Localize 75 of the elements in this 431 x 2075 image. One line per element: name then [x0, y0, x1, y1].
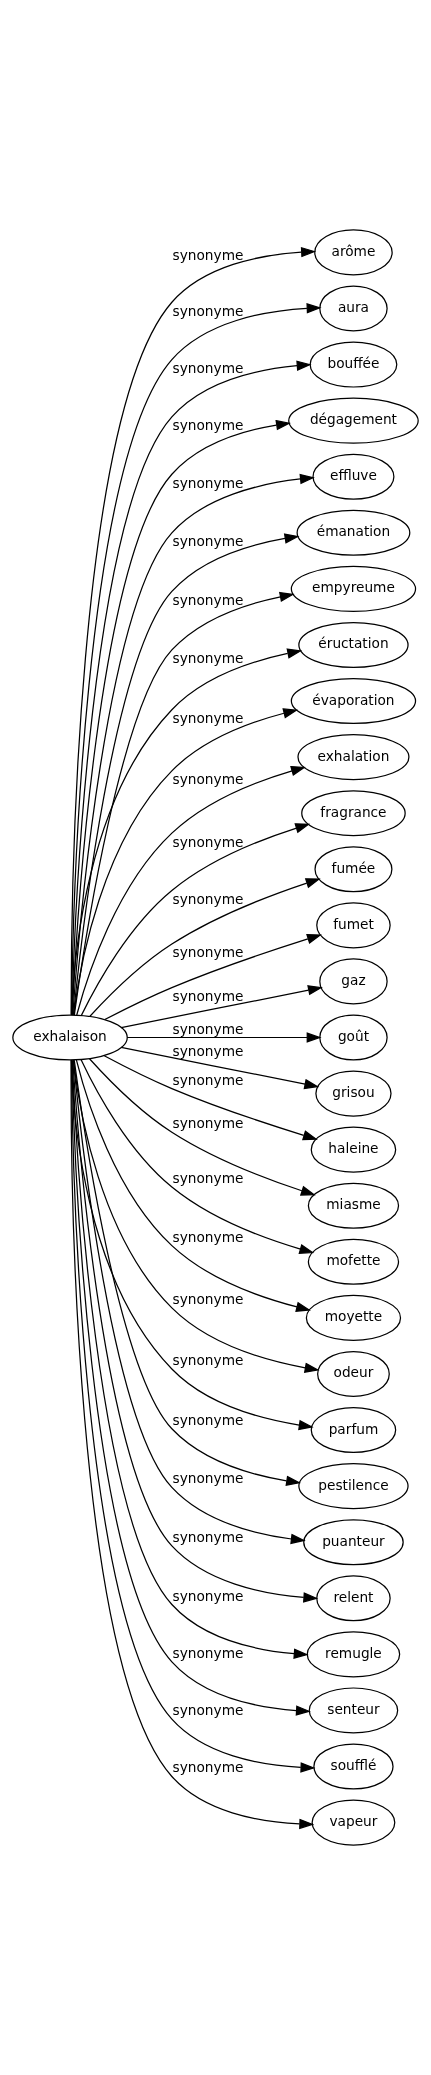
arrow [71, 419, 291, 1016]
node-ellipse: parfum [310, 1407, 397, 1454]
arrow [80, 1059, 315, 1254]
edge-label: synonyme [172, 1759, 244, 1776]
node-ellipse: relent [316, 1575, 391, 1622]
arrow [104, 934, 322, 1021]
edge-label: synonyme [172, 1170, 244, 1187]
arrow [76, 765, 306, 1016]
arrow [120, 1046, 320, 1090]
arrow [126, 1032, 322, 1043]
edge-label: synonyme [172, 1587, 244, 1604]
node-ellipse: bouffée [309, 341, 398, 388]
edge-label: synonyme [172, 1042, 244, 1059]
arrow [120, 985, 323, 1029]
edge-label: synonyme [172, 1528, 244, 1545]
node-ellipse: empyreume [290, 565, 417, 612]
edge-label: synonyme [172, 833, 244, 850]
node-ellipse: éructation [298, 621, 409, 668]
edge-label: synonyme [172, 474, 244, 491]
node-ellipse: moyette [305, 1294, 402, 1341]
node-ellipse: fumet [316, 902, 391, 949]
node-ellipse: pestilence [298, 1463, 409, 1510]
node-ellipse: fragrance [301, 790, 406, 837]
edge-label: synonyme [172, 1644, 244, 1661]
node-ellipse: effluve [312, 453, 395, 500]
arrow [103, 1055, 318, 1141]
node-ellipse: haleine [310, 1126, 397, 1173]
arrow [72, 473, 315, 1016]
node-ellipse: aura [319, 285, 388, 332]
edge-label: synonyme [172, 1351, 244, 1368]
node-ellipse: odeur [317, 1350, 390, 1398]
edge-label: synonyme [172, 417, 244, 434]
edge-label: synonyme [172, 302, 244, 319]
edge-label: synonyme [172, 944, 244, 961]
edge-label: synonyme [172, 533, 244, 550]
arrow [88, 1058, 316, 1196]
node-ellipse: dégagement [288, 397, 419, 444]
node-ellipse: remugle [306, 1631, 401, 1678]
edge-label: synonyme [172, 771, 244, 788]
arrow [71, 648, 303, 1016]
edge-label: synonyme [172, 1470, 244, 1487]
node-ellipse: grisou [315, 1070, 392, 1117]
node-ellipse: émanation [296, 509, 411, 556]
edge-label: synonyme [172, 710, 244, 727]
edge-label: synonyme [172, 890, 244, 907]
node-ellipse: exhalaison [12, 1014, 128, 1061]
node-ellipse: gaz [319, 958, 388, 1005]
edge-label: synonyme [172, 650, 244, 667]
node-ellipse: arôme [314, 229, 393, 276]
edge-label: synonyme [172, 1115, 244, 1132]
edge-label: synonyme [172, 988, 244, 1005]
edge-label: synonyme [172, 1290, 244, 1307]
edge-label: synonyme [172, 591, 244, 608]
node-ellipse: mofette [307, 1238, 400, 1285]
edge-label: synonyme [172, 1228, 244, 1245]
edge-label: synonyme [172, 360, 244, 377]
node-ellipse: évaporation [290, 677, 417, 725]
edge-label: synonyme [172, 246, 244, 263]
edge-label: synonyme [172, 1071, 244, 1088]
edge-label: synonyme [172, 1020, 244, 1037]
node-ellipse: exhalation [297, 734, 410, 781]
node-ellipse: senteur [308, 1687, 399, 1734]
node-ellipse: fumée [314, 846, 393, 893]
node-ellipse: miasme [307, 1182, 400, 1229]
arrow [73, 708, 299, 1016]
node-ellipse: soufflé [313, 1743, 394, 1790]
arrow [80, 823, 311, 1016]
arrow [72, 1059, 320, 1373]
node-ellipse: goût [319, 1014, 388, 1061]
node-ellipse: vapeur [311, 1799, 396, 1846]
arrow [75, 1059, 311, 1312]
arrow [89, 878, 321, 1017]
node-ellipse: puanteur [303, 1519, 404, 1566]
edge-label: synonyme [172, 1702, 244, 1719]
edge-label: synonyme [172, 1411, 244, 1428]
